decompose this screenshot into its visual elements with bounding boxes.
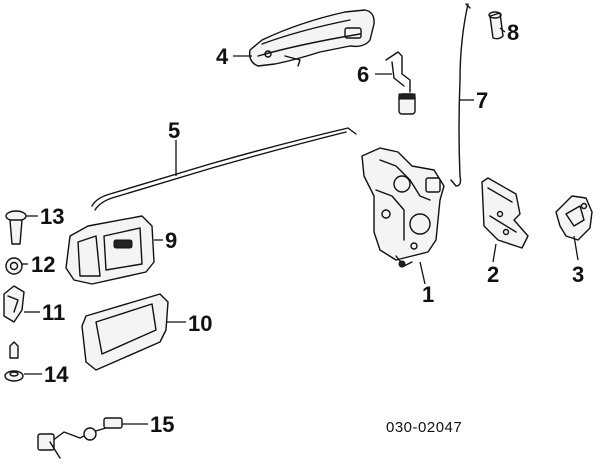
callout-3: 3 — [572, 262, 584, 287]
part-inside-handle — [65, 215, 155, 285]
part-outside-handle — [248, 9, 375, 67]
callout-11: 11 — [42, 300, 65, 325]
callout-2: 2 — [487, 262, 499, 287]
part-control-rod — [91, 127, 357, 211]
callout-13: 13 — [40, 204, 64, 229]
callout-10: 10 — [188, 311, 212, 336]
callout-4: 4 — [216, 44, 229, 69]
part-lock-rod — [450, 3, 471, 187]
part-lock-cylinder — [385, 51, 416, 115]
callout-14: 14 — [44, 362, 69, 387]
part-bracket-plate — [481, 177, 529, 249]
part-grommet — [5, 257, 23, 275]
callout-6: 6 — [357, 62, 369, 87]
callout-15: 15 — [150, 412, 174, 437]
part-screw-retainer — [4, 341, 24, 382]
part-clip — [3, 285, 25, 323]
part-door-lock-assembly — [361, 147, 445, 268]
part-handle-bezel — [81, 293, 169, 371]
part-door-check-cable — [37, 417, 123, 459]
callout-7: 7 — [476, 88, 488, 113]
callout-8: 8 — [507, 20, 519, 45]
leader-lines — [22, 27, 579, 425]
diagram-code: 030-02047 — [386, 419, 462, 436]
part-push-button — [5, 210, 27, 245]
callout-12: 12 — [31, 252, 55, 277]
callout-1: 1 — [422, 282, 434, 307]
callout-5: 5 — [168, 118, 180, 143]
callout-9: 9 — [165, 228, 177, 253]
part-lock-knob — [488, 11, 504, 40]
part-striker — [555, 195, 593, 241]
